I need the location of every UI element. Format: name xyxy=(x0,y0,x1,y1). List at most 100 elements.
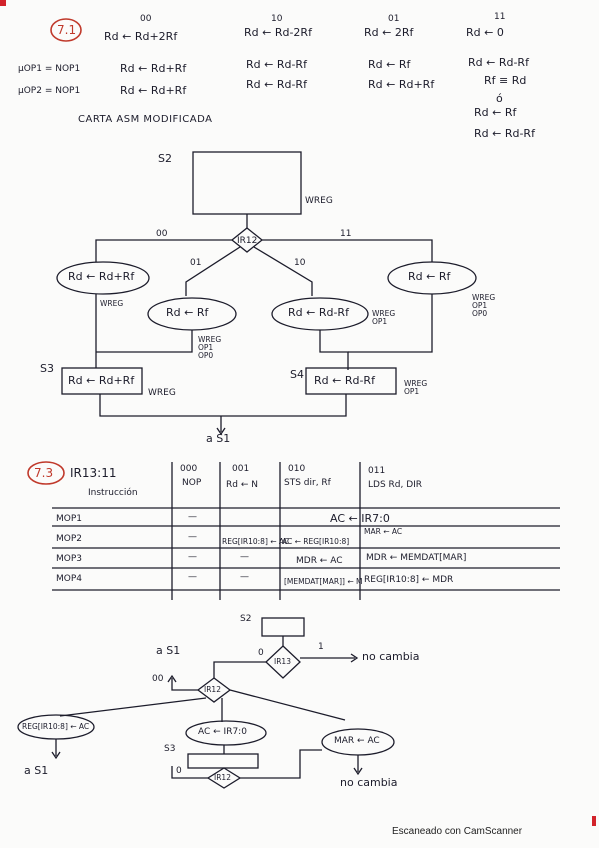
code-00: 00 xyxy=(140,14,152,24)
s2-wreg: WREG xyxy=(305,196,333,206)
ir13-label: IR13 xyxy=(274,657,291,666)
row1-cell2: Rd ← Rd-Rf xyxy=(246,58,307,71)
branch-11: 11 xyxy=(340,229,352,239)
row1-cell3: Rd ← Rf xyxy=(368,58,411,71)
header-op-01: Rd ← 2Rf xyxy=(364,26,414,39)
corner-mark xyxy=(0,0,6,6)
s4-box xyxy=(305,367,397,395)
col-011-code: 011 xyxy=(368,466,386,476)
alt-marker: ó xyxy=(496,92,503,105)
section-7-1-circle xyxy=(50,18,82,42)
cell-r4b: REG[IR10:8] ← MDR xyxy=(364,575,454,585)
cell-r3b: MDR ← MEMDAT[MAR] xyxy=(366,553,467,563)
s2-label: S2 xyxy=(158,152,172,165)
row-mop4: MOP4 xyxy=(56,574,83,584)
ir12-label-a: IR12 xyxy=(204,685,221,694)
branch-10: 10 xyxy=(294,258,306,268)
section-number-7-1: 7.1 xyxy=(57,23,77,37)
row-mop3: MOP3 xyxy=(56,554,83,564)
s3-box xyxy=(61,367,143,395)
col-001-name: Rd ← N xyxy=(226,480,258,490)
cell-r1: AC ← IR7:0 xyxy=(330,512,390,525)
row-mop1: MOP1 xyxy=(56,514,83,524)
oval-11-text: Rd ← Rf xyxy=(408,270,451,283)
row2-cell3: Rd ← Rd+Rf xyxy=(368,78,435,91)
no-cambia-2: no cambia xyxy=(340,776,398,789)
edge-mark xyxy=(592,816,596,826)
ac-oval-text: AC ← IR7:0 xyxy=(198,727,247,737)
row1-cell1: Rd ← Rd+Rf xyxy=(120,62,187,75)
code-10: 10 xyxy=(271,14,283,24)
mar-oval-text: MAR ← AC xyxy=(334,736,380,746)
scanner-footer: Escaneado con CamScanner xyxy=(392,826,523,837)
s3-bottom-label: S3 xyxy=(164,744,176,754)
branch-01: 01 xyxy=(190,258,202,268)
code-11: 11 xyxy=(494,12,506,22)
dash-r4-c2: — xyxy=(240,572,249,582)
ir12-decision-a xyxy=(196,677,232,703)
row2-cell4: Rf ≡ Rd xyxy=(484,74,527,87)
dash-r3-c2: — xyxy=(240,552,249,562)
col-000-code: 000 xyxy=(180,464,198,474)
s3-note: WREG xyxy=(148,388,176,398)
oval-00-text: Rd ← Rd+Rf xyxy=(68,270,135,283)
decision-label: IR12 xyxy=(237,236,258,246)
header-op-00: Rd ← Rd+2Rf xyxy=(104,30,178,43)
oval-10-note: WREG OP1 xyxy=(372,309,396,326)
ir12-label-b: IR12 xyxy=(214,773,231,782)
section-number-7-3: 7.3 xyxy=(34,466,54,480)
col-010-name: STS dir, Rf xyxy=(284,478,331,488)
section-7-3-circle xyxy=(27,461,65,485)
alt-op-2: Rd ← Rd-Rf xyxy=(474,127,535,140)
ir13-branch-0: 0 xyxy=(258,648,264,658)
cell-r2c: MAR ← AC xyxy=(364,527,403,536)
table-head-sub: Instrucción xyxy=(88,488,138,498)
no-cambia-1: no cambia xyxy=(362,650,420,663)
alt-op-1: Rd ← Rf xyxy=(474,106,517,119)
dash-r2: — xyxy=(188,532,197,542)
chart-title: CARTA ASM MODIFICADA xyxy=(78,114,213,125)
row-mop2: MOP2 xyxy=(56,534,83,544)
row-label-uop1: µOP1 = NOP1 xyxy=(18,64,81,74)
row2-cell1: Rd ← Rd+Rf xyxy=(120,84,187,97)
oval-00-note: WREG xyxy=(100,299,124,308)
s2-bottom-box xyxy=(261,617,305,637)
ir12-decision xyxy=(230,227,264,253)
zero-label: 0 xyxy=(176,766,182,776)
s3-bottom-box xyxy=(187,753,259,769)
s4-box-text: Rd ← Rd-Rf xyxy=(314,374,375,387)
oval-11-note: WREG OP1 OP0 xyxy=(472,293,496,318)
oval-01-note: WREG OP1 OP0 xyxy=(198,335,222,360)
s2-state-box xyxy=(192,151,302,215)
row1-cell4: Rd ← Rd-Rf xyxy=(468,56,529,69)
branch-00-label: 00 xyxy=(152,674,164,684)
goto-s1-top: a S1 xyxy=(156,644,181,657)
col-001-code: 001 xyxy=(232,464,250,474)
goto-s1-bottom: a S1 xyxy=(24,764,49,777)
ir13-branch-1: 1 xyxy=(318,642,324,652)
table-head-label: IR13:11 xyxy=(70,466,117,480)
code-01: 01 xyxy=(388,14,400,24)
dash-r1: — xyxy=(188,512,197,522)
s4-label: S4 xyxy=(290,368,304,381)
ac-oval xyxy=(185,720,267,746)
col-011-name: LDS Rd, DIR xyxy=(368,480,423,490)
row2-cell2: Rd ← Rd-Rf xyxy=(246,78,307,91)
s3-label: S3 xyxy=(40,362,54,375)
oval-10-text: Rd ← Rd-Rf xyxy=(288,306,349,319)
ir12-decision-b xyxy=(206,767,242,789)
oval-00 xyxy=(56,261,150,295)
exit-label: a S1 xyxy=(206,432,231,445)
col-010-code: 010 xyxy=(288,464,306,474)
cell-r3a: MDR ← AC xyxy=(296,556,343,566)
reg-oval-text: REG[IR10:8] ← AC xyxy=(22,722,90,731)
s2-bottom-label: S2 xyxy=(240,614,252,624)
dash-r4: — xyxy=(188,572,197,582)
cell-r4a: [MEMDAT[MAR]] ← M xyxy=(284,577,363,586)
col-000-name: NOP xyxy=(182,478,202,488)
ir13-decision xyxy=(265,645,301,679)
cell-r2b: AC ← REG[IR10:8] xyxy=(282,537,350,546)
s4-note: WREG OP1 xyxy=(404,379,428,396)
